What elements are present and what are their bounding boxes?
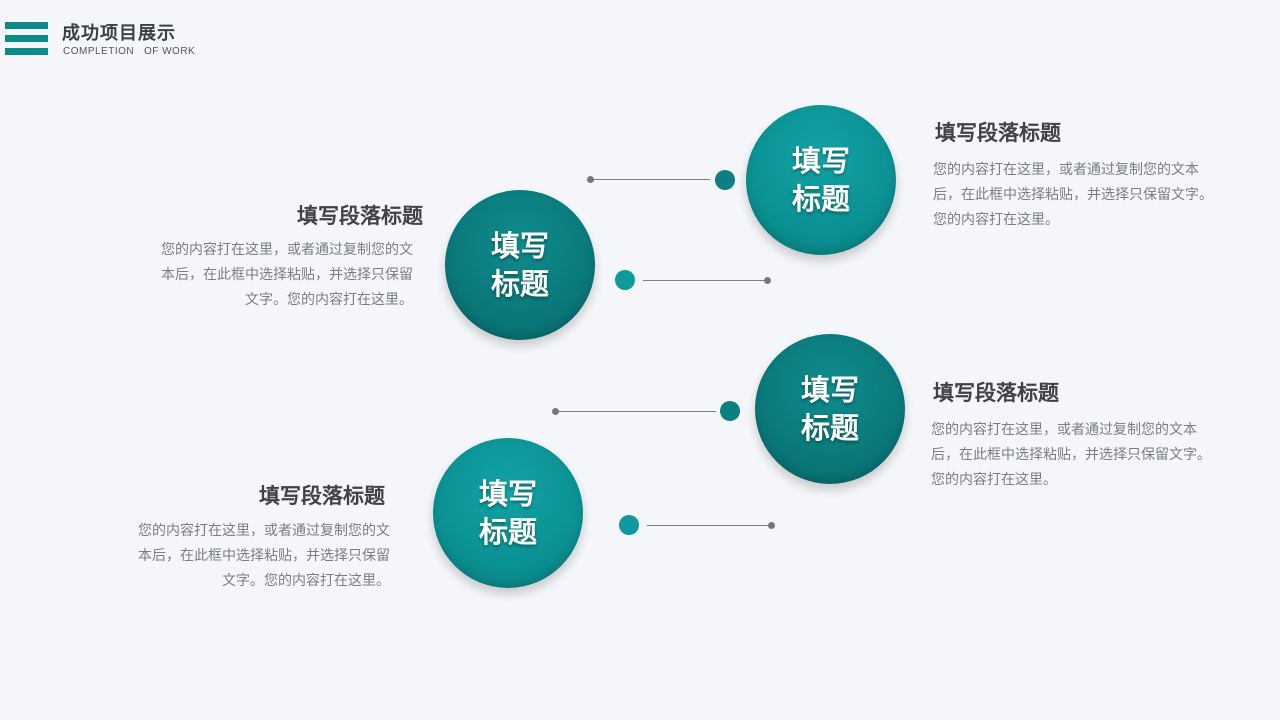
item-4-circle-label: 填写 标题 xyxy=(478,477,537,549)
item-3-circle: 填写 标题 xyxy=(755,334,905,484)
item-2-connector-line xyxy=(643,280,767,281)
item-1-circle: 填写 标题 xyxy=(746,105,896,255)
item-3-circle-label: 填写 标题 xyxy=(800,373,859,445)
item-1-connector-line xyxy=(592,179,710,180)
item-4-circle: 填写 标题 xyxy=(433,438,583,588)
logo-bar xyxy=(5,22,48,29)
item-3-connector-dot xyxy=(720,401,740,421)
item-4-connector-dot xyxy=(619,515,639,535)
page-subtitle: COMPLETION OF WORK xyxy=(63,46,196,57)
item-1-body: 您的内容打在这里，或者通过复制您的文本 后，在此框中选择粘贴，并选择只保留文字。… xyxy=(933,162,1213,228)
item-4-heading: 填写段落标题 xyxy=(259,484,385,508)
page-title: 成功项目展示 xyxy=(62,23,176,44)
logo-bar xyxy=(5,35,48,42)
item-3-body: 您的内容打在这里，或者通过复制您的文本 后，在此框中选择粘贴，并选择只保留文字。… xyxy=(931,422,1211,488)
item-4-connector-line xyxy=(647,525,771,526)
logo-icon xyxy=(5,22,48,61)
logo-bar xyxy=(5,48,48,55)
item-4-connector-end xyxy=(768,522,775,529)
item-2-body: 您的内容打在这里，或者通过复制您的文 本后，在此框中选择粘贴，并选择只保留 文字… xyxy=(161,242,413,308)
item-1-circle-label: 填写 标题 xyxy=(791,144,850,216)
item-1-heading: 填写段落标题 xyxy=(935,121,1061,145)
item-4-body: 您的内容打在这里，或者通过复制您的文 本后，在此框中选择粘贴，并选择只保留 文字… xyxy=(138,523,390,589)
item-2-heading: 填写段落标题 xyxy=(297,204,423,228)
item-2-connector-end xyxy=(764,277,771,284)
item-3-connector-line xyxy=(556,411,716,412)
item-2-circle: 填写 标题 xyxy=(445,190,595,340)
item-1-connector-dot xyxy=(715,170,735,190)
item-1-connector-end xyxy=(587,176,594,183)
item-3-connector-end xyxy=(552,408,559,415)
item-2-circle-label: 填写 标题 xyxy=(490,229,549,301)
item-2-connector-dot xyxy=(615,270,635,290)
item-3-heading: 填写段落标题 xyxy=(933,381,1059,405)
